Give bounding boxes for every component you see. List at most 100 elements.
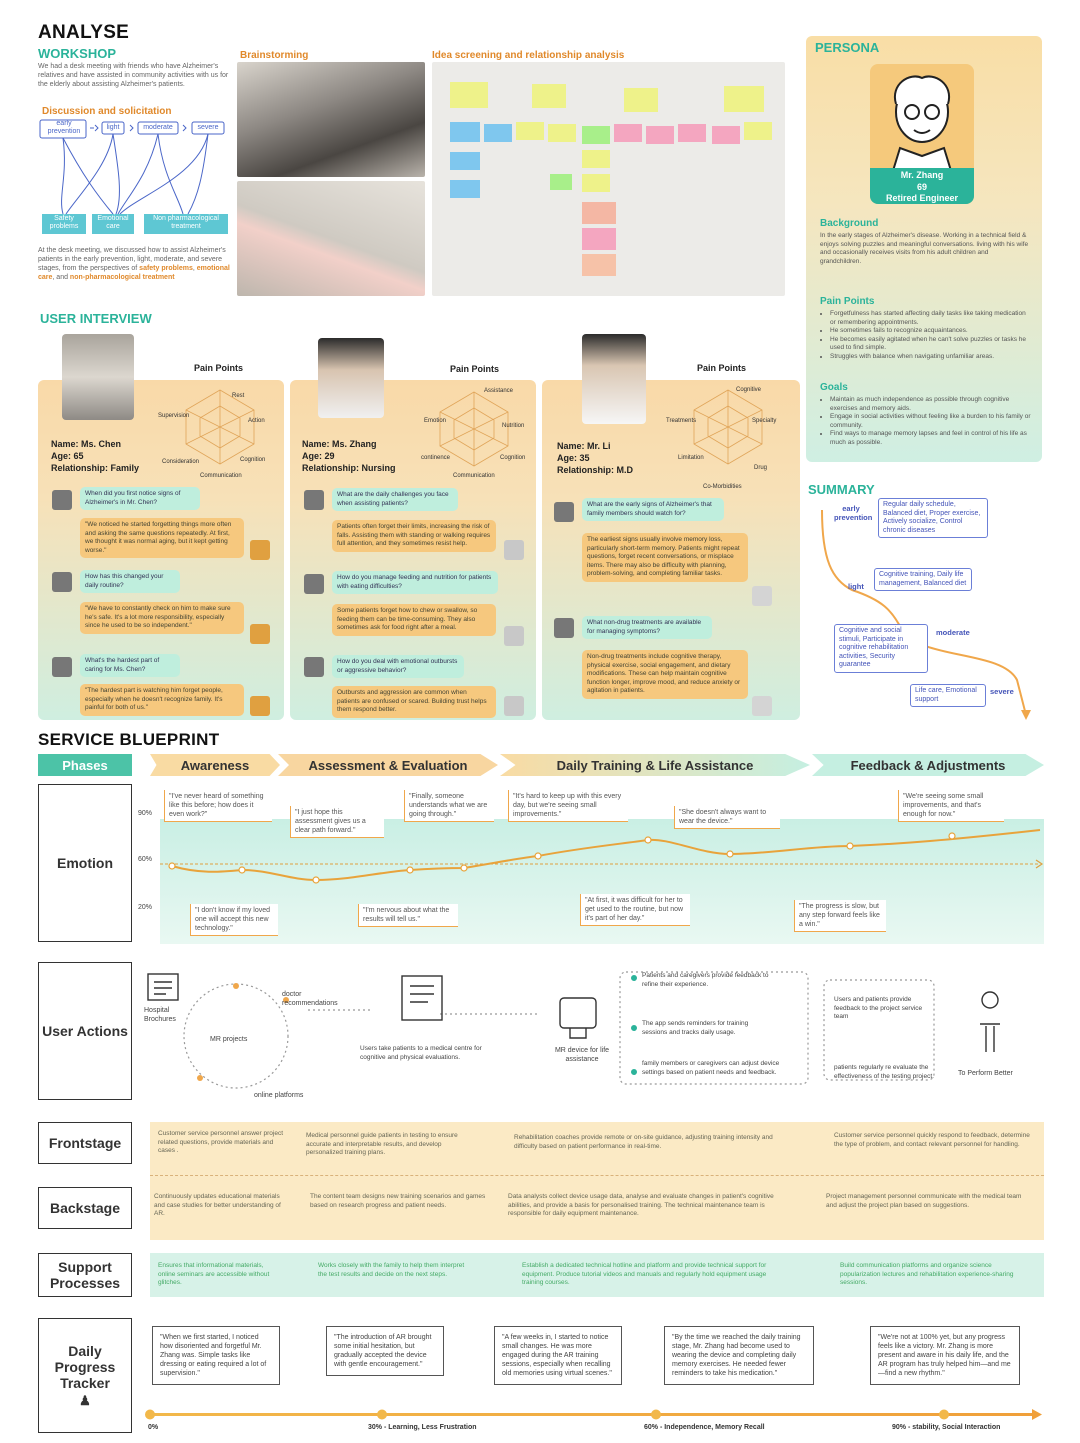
summary-early: early prevention [834, 504, 873, 522]
radar-label: Assistance [484, 388, 514, 394]
front-cell: Customer service personnel quickly respo… [834, 1132, 1030, 1148]
scale-60: 60% - Independence, Memory Recall [644, 1424, 765, 1431]
analyse-title: ANALYSE [38, 22, 130, 43]
row-user-actions: User Actions [38, 962, 132, 1100]
idea-wall-photo [432, 62, 785, 296]
phase-awareness: Awareness [150, 754, 280, 776]
interviewee-name: Name: Ms. Chen [51, 439, 122, 449]
workshop-title: WORKSHOP [38, 46, 116, 61]
interviewee-name: Name: Ms. Zhang [302, 439, 377, 449]
person-icon: ♟ [79, 1392, 91, 1408]
cat-emotional: Emotional care [97, 215, 129, 230]
cat-safety: Safety problems [49, 215, 79, 230]
summary-curve [821, 509, 1031, 720]
cat-nonpharm: Non pharmacological treatment [153, 215, 219, 230]
answer-bubble: "We have to constantly check on him to m… [80, 602, 244, 634]
persona-pain-list: Forgetfulness has started affecting dail… [822, 310, 1032, 361]
avatar [250, 696, 270, 716]
ua-hospital: Hospital Brochures [144, 1007, 176, 1023]
ua-feedback-5: patients regularly re evaluate the effec… [834, 1064, 934, 1080]
radar-label: Supervision [158, 413, 190, 419]
emotion-quote: "I just hope this assessment gives us a … [290, 806, 384, 838]
tracker-quote: "A few weeks in, I started to notice sma… [494, 1326, 622, 1385]
radar-label: Limitation [678, 455, 704, 461]
stage-divider [150, 1175, 1044, 1176]
radar-label: Consideration [162, 459, 200, 465]
tracker-quote: "The introduction of AR brought some ini… [326, 1326, 444, 1376]
interviewee-name: Name: Mr. Li [557, 441, 611, 451]
radar-label: continence [421, 455, 451, 461]
stage-early: early prevention [47, 120, 81, 135]
persona-pain-item: He sometimes fails to recognize acquaint… [830, 327, 1032, 336]
question-bubble: What are the early signs of Alzheimer's … [582, 498, 724, 521]
ua-mr-projects: MR projects [210, 1036, 248, 1043]
question-bubble: What's the hardest part of caring for Ms… [80, 654, 180, 677]
interviewee-photo-1 [62, 334, 134, 420]
avatar [304, 657, 324, 677]
scale-0: 0% [148, 1424, 159, 1431]
interviewee-photo-3 [582, 334, 646, 424]
stage-severe: severe [197, 124, 219, 131]
pain-points-title-3: Pain Points [697, 363, 747, 373]
persona-pain-title: Pain Points [820, 296, 875, 307]
row-backstage: Backstage [38, 1187, 132, 1229]
pct-20: 20% [138, 904, 153, 911]
blueprint-title: SERVICE BLUEPRINT [38, 730, 220, 749]
brainstorm-title: Brainstorming [240, 50, 309, 61]
answer-bubble: Non-drug treatments include cognitive th… [582, 650, 748, 699]
summary-severe: severe [990, 687, 1014, 696]
support-cell: Ensures that informational materials, on… [158, 1262, 270, 1286]
avatar [504, 696, 524, 716]
progress-scale [145, 1409, 1042, 1420]
radar-label: Emotion [424, 418, 447, 424]
sticky-notes-graphic [450, 82, 772, 276]
avatar [250, 540, 270, 560]
persona-job: Retired Engineer [885, 193, 959, 203]
front-cell: Medical personnel guide patients in test… [306, 1132, 458, 1156]
avatar [504, 540, 524, 560]
avatar [304, 574, 324, 594]
persona-background: In the early stages of Alzheimer's disea… [820, 232, 1029, 265]
question-bubble: How has this changed your daily routine? [80, 570, 180, 593]
brainstorm-photo-1 [237, 62, 425, 177]
summary-title: SUMMARY [808, 482, 875, 497]
avatar [752, 696, 772, 716]
interviewee-photo-2 [318, 338, 384, 418]
persona-background-title: Background [820, 218, 879, 229]
answer-bubble: Patients often forget their limits, incr… [332, 520, 496, 552]
persona-goal-item: Maintain as much independence as possibl… [830, 396, 1032, 413]
ua-feedback-4: Users and patients provide feedback to t… [834, 996, 923, 1020]
pain-points-title-1: Pain Points [194, 363, 244, 373]
interviewee-age: Age: 65 [51, 451, 84, 461]
stage-moderate: moderate [143, 124, 173, 131]
desk-note: At the desk meeting, we discussed how to… [38, 247, 230, 281]
row-frontstage: Frontstage [38, 1122, 132, 1164]
summary-box-moderate: Cognitive and social stimuli, Participat… [834, 624, 928, 673]
radar-label: Action [248, 418, 265, 424]
phase-assessment: Assessment & Evaluation [278, 754, 498, 776]
answer-bubble: Some patients forget how to chew or swal… [332, 604, 496, 636]
persona-pain-item: Forgetfulness has started affecting dail… [830, 310, 1032, 327]
emotion-quote: "Finally, someone understands what we ar… [404, 790, 494, 822]
persona-goals-list: Maintain as much independence as possibl… [822, 396, 1032, 447]
support-band [150, 1253, 1044, 1297]
interviewee-relationship: Relationship: M.D [557, 465, 633, 475]
pct-90: 90% [138, 810, 153, 817]
question-bubble: How do you deal with emotional outbursts… [332, 655, 464, 678]
radar-label: Treatments [666, 418, 697, 424]
emotion-quote: "She doesn't always want to wear the dev… [674, 806, 780, 829]
ua-better: To Perform Better [958, 1070, 1013, 1077]
support-cell: Establish a dedicated technical hotline … [522, 1262, 767, 1286]
question-bubble: When did you first notice signs of Alzhe… [80, 487, 200, 510]
radar-label: Nutrition [502, 423, 525, 429]
radar-label: Co-Morbidities [703, 484, 742, 490]
support-cell: Build communication platforms and organi… [840, 1262, 1014, 1286]
avatar [554, 502, 574, 522]
persona-name: Mr. Zhang [900, 170, 944, 180]
avatar [304, 490, 324, 510]
answer-bubble: "The hardest part is watching him forget… [80, 684, 244, 716]
summary-moderate: moderate [936, 628, 970, 637]
interviewee-age: Age: 35 [557, 453, 590, 463]
avatar [504, 626, 524, 646]
